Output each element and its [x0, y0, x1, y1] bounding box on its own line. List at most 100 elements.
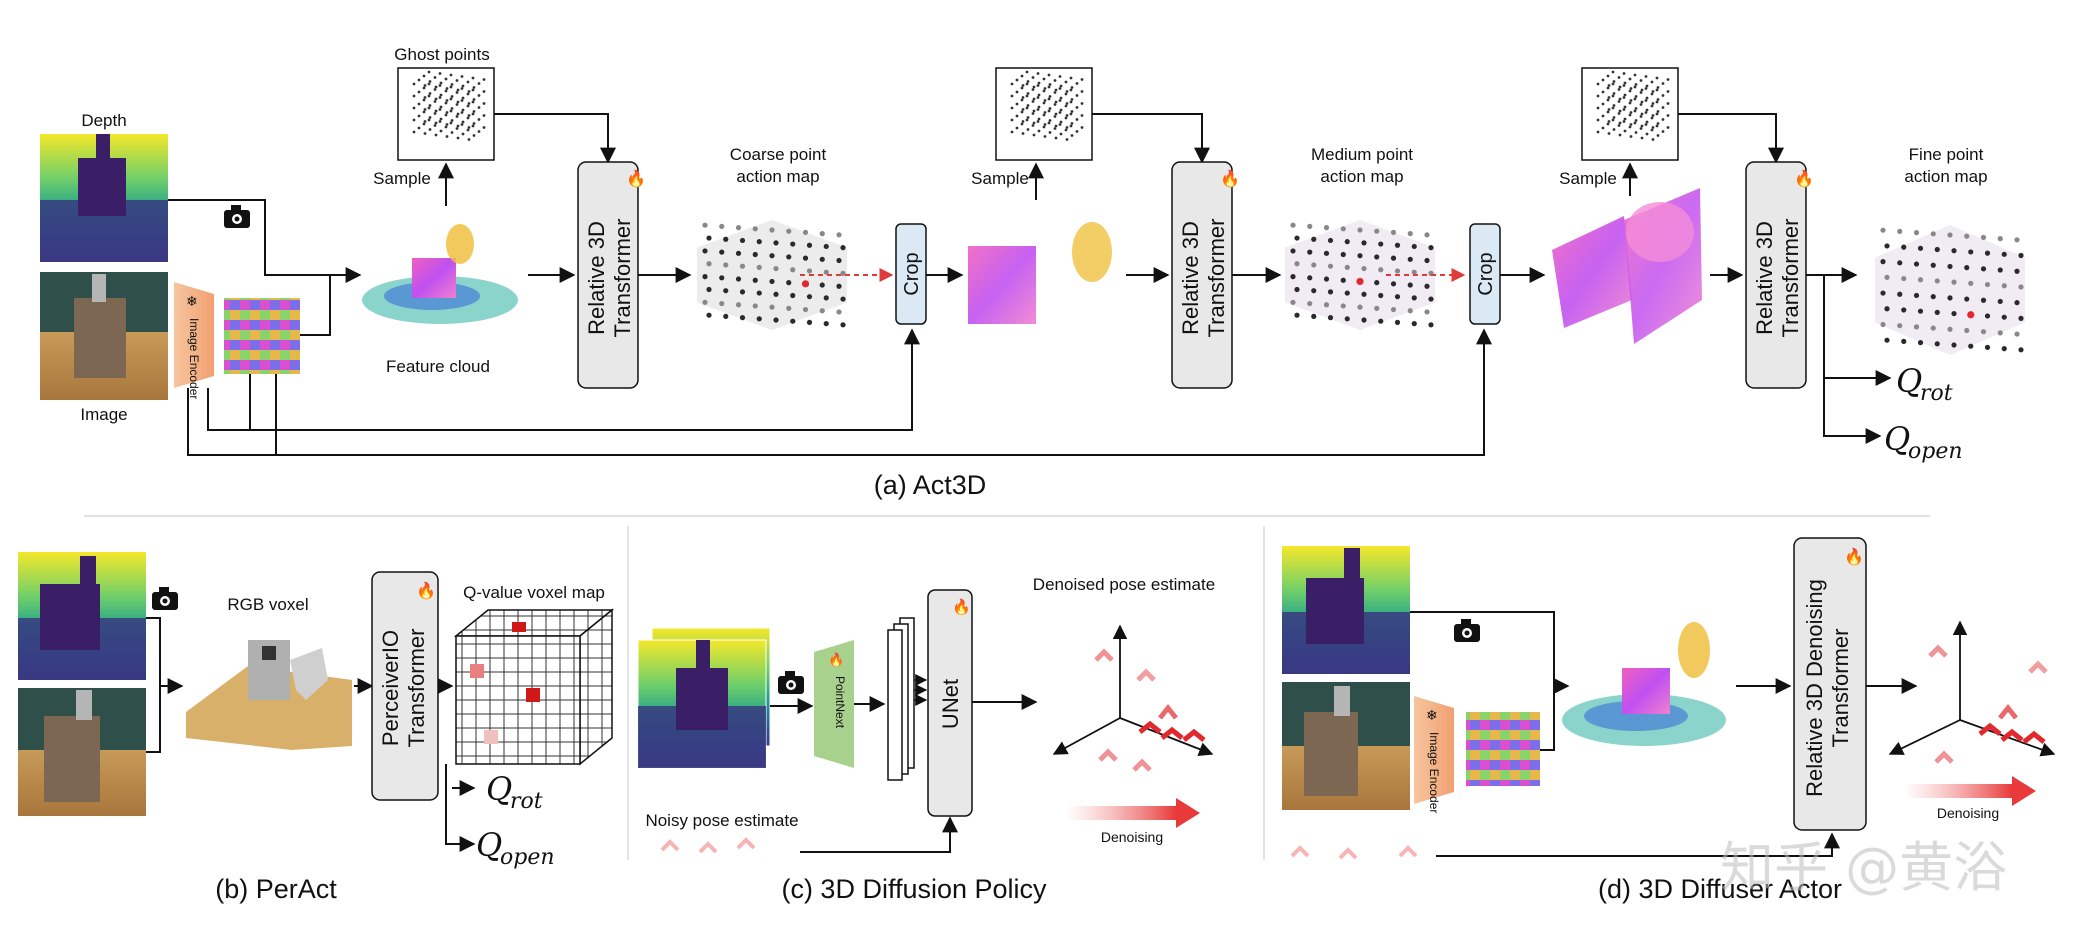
ghost-point [1010, 82, 1014, 86]
action-point [1307, 223, 1313, 229]
ghost-point [445, 123, 449, 126]
transformer-3-label-line2: Transformer [1778, 219, 1803, 338]
ghost-point [1622, 84, 1626, 87]
action-point [1913, 292, 1920, 299]
action-point [1980, 234, 1987, 240]
ghost-point [1607, 120, 1611, 123]
action-point [1327, 263, 1334, 269]
ghost-point [1628, 77, 1632, 81]
ghost-point [1025, 106, 1029, 110]
ghost-point [1010, 118, 1014, 122]
action-point [840, 270, 846, 276]
ghost-point [477, 130, 481, 133]
ghost-point [1655, 112, 1659, 116]
action-point [836, 283, 842, 289]
action-point [1394, 319, 1401, 325]
ghost-point [1047, 121, 1051, 125]
denoising-transformer-label-line2: Transformer [1828, 629, 1853, 748]
pose-gripper-icon [2000, 728, 2024, 742]
action-point [1997, 298, 2003, 305]
map-volume [1285, 220, 1435, 330]
pose-gripper-icon [1928, 644, 1948, 658]
rgb-image [40, 272, 168, 400]
ghost-point [1026, 116, 1030, 119]
ghost-point [1080, 126, 1084, 129]
ghost-point [1031, 124, 1035, 127]
ghost-point [1043, 135, 1047, 138]
ghost-point [1607, 108, 1611, 111]
ghost-point [456, 112, 460, 116]
action-point [786, 254, 792, 260]
action-point [1901, 338, 1907, 344]
action-point [735, 225, 742, 231]
action-point [1344, 264, 1350, 270]
ghost-point [1058, 99, 1062, 102]
ghost-point [1618, 121, 1622, 125]
action-point [1311, 313, 1317, 319]
ghost-point [1666, 102, 1670, 105]
ghost-point [1644, 99, 1648, 102]
ghost-point [1622, 120, 1626, 123]
ghost-point [422, 110, 426, 114]
noisy-pose-label: Noisy pose estimate [645, 811, 798, 830]
image-encoder-a: ❄ Image Encoder [174, 282, 214, 399]
ghost-point [1031, 76, 1035, 79]
ghost-point [472, 134, 476, 137]
ghost-point [1031, 88, 1035, 91]
ghost-point [467, 114, 471, 117]
ghost-point [1058, 111, 1062, 114]
ghost-point [1656, 134, 1660, 137]
action-point [702, 248, 708, 254]
ghost-point [1032, 109, 1036, 113]
action-point [1428, 245, 1434, 251]
ghost-point [1037, 81, 1041, 85]
pose-gripper-icon [1098, 748, 1118, 762]
action-point [1947, 326, 1953, 332]
ghost-point [1650, 80, 1654, 84]
action-point [1361, 291, 1367, 297]
ghost-point [1655, 124, 1659, 128]
action-point [1917, 340, 1924, 346]
ghost-point [466, 128, 470, 132]
ghost-point [471, 76, 475, 80]
svg-text:Q: Q [476, 826, 502, 864]
action-point [756, 316, 762, 322]
ghost-point [1611, 118, 1615, 122]
ghost-point [1661, 118, 1665, 121]
ghost-point [1611, 106, 1615, 110]
ghost-point [482, 114, 486, 117]
panel-c: 🔥 PointNext 🔥 UNet Denoised pose estimat… [637, 575, 1215, 904]
camera-icon [224, 205, 250, 228]
medium-map-label-1: Medium point [1311, 145, 1413, 164]
ghost-point [1650, 128, 1654, 132]
action-point [823, 321, 829, 327]
action-point [836, 257, 842, 264]
action-point [735, 276, 742, 282]
ghost-point [1043, 99, 1047, 102]
ghost-point [1032, 133, 1036, 137]
pose-gripper-icon [1182, 728, 1206, 742]
ghost-point [1032, 97, 1036, 101]
action-point [1880, 227, 1886, 233]
action-point [819, 308, 825, 314]
ghost-point [1655, 76, 1659, 80]
ghost-point [449, 85, 453, 89]
pose-gripper-icon [1132, 758, 1152, 772]
ghost-point [1080, 102, 1084, 105]
ghost-point [1640, 88, 1644, 92]
ghost-point [444, 89, 448, 93]
action-point [1327, 237, 1334, 244]
action-point [1311, 236, 1317, 242]
ghost-point [482, 90, 486, 93]
ghost-point [1628, 113, 1632, 117]
action-point [806, 294, 813, 300]
ghost-point [1015, 90, 1019, 94]
action-point [1390, 306, 1397, 313]
ghost-point [1053, 127, 1057, 130]
crop-label-2: Crop [1475, 252, 1497, 295]
action-point [1984, 281, 1991, 288]
action-point [1411, 295, 1417, 301]
action-point [2018, 252, 2024, 259]
qvalue-map-label: Q-value voxel map [463, 583, 605, 602]
